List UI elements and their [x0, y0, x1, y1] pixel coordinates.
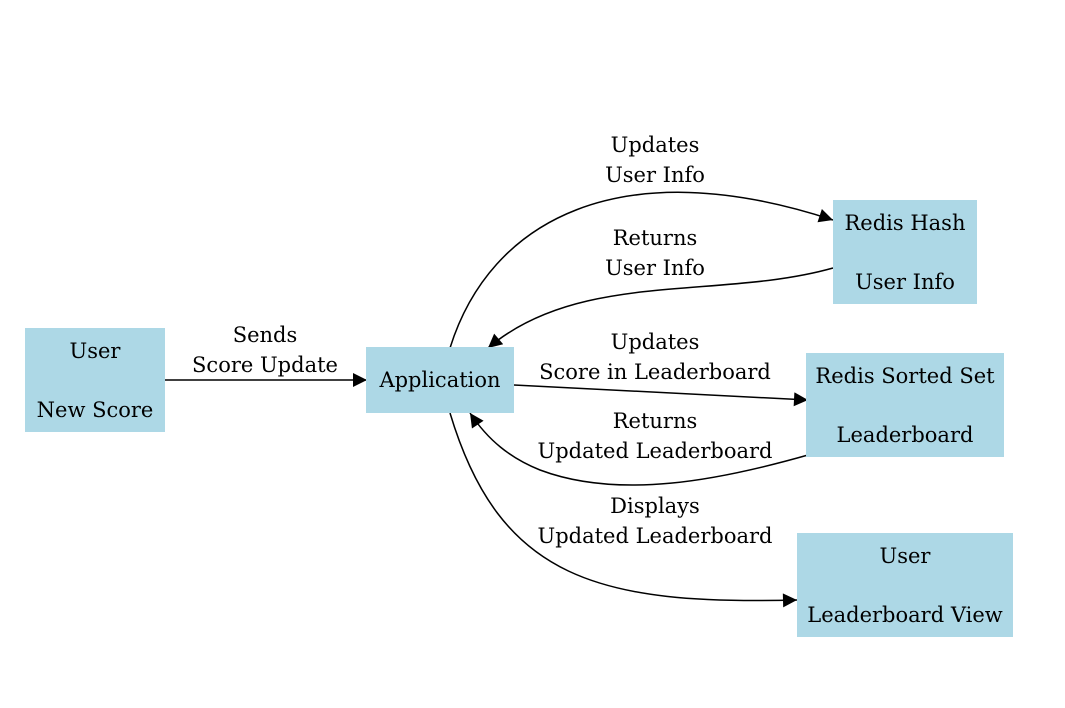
node-user-new-score-title: User: [70, 339, 122, 363]
node-redis-sorted-set-title: Redis Sorted Set: [815, 364, 995, 388]
edge-sends-score-update-label-1: Sends: [233, 323, 298, 347]
edge-displays-updated-leaderboard: Displays Updated Leaderboard: [449, 412, 798, 608]
node-redis-hash-subtitle: User Info: [855, 270, 955, 294]
node-redis-hash: Redis Hash User Info: [833, 200, 977, 304]
edge-updates-score-line: [513, 384, 809, 407]
edge-sends-score-update-label-2: Score Update: [192, 353, 338, 377]
edge-displays-updated-leaderboard-line: [449, 412, 798, 608]
node-redis-hash-box: [833, 200, 977, 304]
edge-sends-score-update: Sends Score Update: [165, 323, 367, 387]
node-user-leaderboard-view: User Leaderboard View: [797, 533, 1013, 637]
edge-displays-updated-leaderboard-label-1: Displays: [610, 494, 700, 518]
node-user-leaderboard-view-subtitle: Leaderboard View: [807, 603, 1003, 627]
node-application: Application: [366, 347, 514, 413]
edge-returns-updated-leaderboard-line: [469, 412, 809, 486]
node-user-new-score-subtitle: New Score: [37, 398, 154, 422]
edge-returns-user-info-label-1: Returns: [613, 226, 698, 250]
node-application-label: Application: [378, 368, 500, 392]
edge-updates-score: Updates Score in Leaderboard: [513, 330, 809, 407]
edge-returns-user-info-label-2: User Info: [605, 256, 705, 280]
edge-updates-score-label-1: Updates: [611, 330, 700, 354]
edge-displays-updated-leaderboard-label-2: Updated Leaderboard: [538, 524, 773, 548]
edge-returns-updated-leaderboard: Returns Updated Leaderboard: [469, 409, 809, 486]
node-redis-sorted-set-subtitle: Leaderboard: [837, 423, 974, 447]
edge-returns-updated-leaderboard-label-2: Updated Leaderboard: [538, 439, 773, 463]
edge-updates-user-info-label-1: Updates: [611, 133, 700, 157]
node-user-leaderboard-view-title: User: [880, 544, 932, 568]
node-application-box: [366, 347, 514, 413]
node-redis-sorted-set: Redis Sorted Set Leaderboard: [806, 353, 1004, 457]
edge-updates-score-label-2: Score in Leaderboard: [539, 360, 771, 384]
node-user-leaderboard-view-box: [797, 533, 1013, 637]
node-redis-sorted-set-box: [806, 353, 1004, 457]
edge-returns-updated-leaderboard-label-1: Returns: [613, 409, 698, 433]
edge-updates-user-info: Updates User Info: [449, 133, 834, 349]
edge-updates-user-info-label-2: User Info: [605, 163, 705, 187]
edge-returns-user-info: Returns User Info: [487, 226, 834, 349]
node-redis-hash-title: Redis Hash: [845, 211, 966, 235]
edge-updates-user-info-line: [449, 191, 834, 349]
edge-returns-user-info-line: [487, 267, 834, 349]
node-user-new-score-box: [25, 328, 165, 432]
node-user-new-score: User New Score: [25, 328, 165, 432]
